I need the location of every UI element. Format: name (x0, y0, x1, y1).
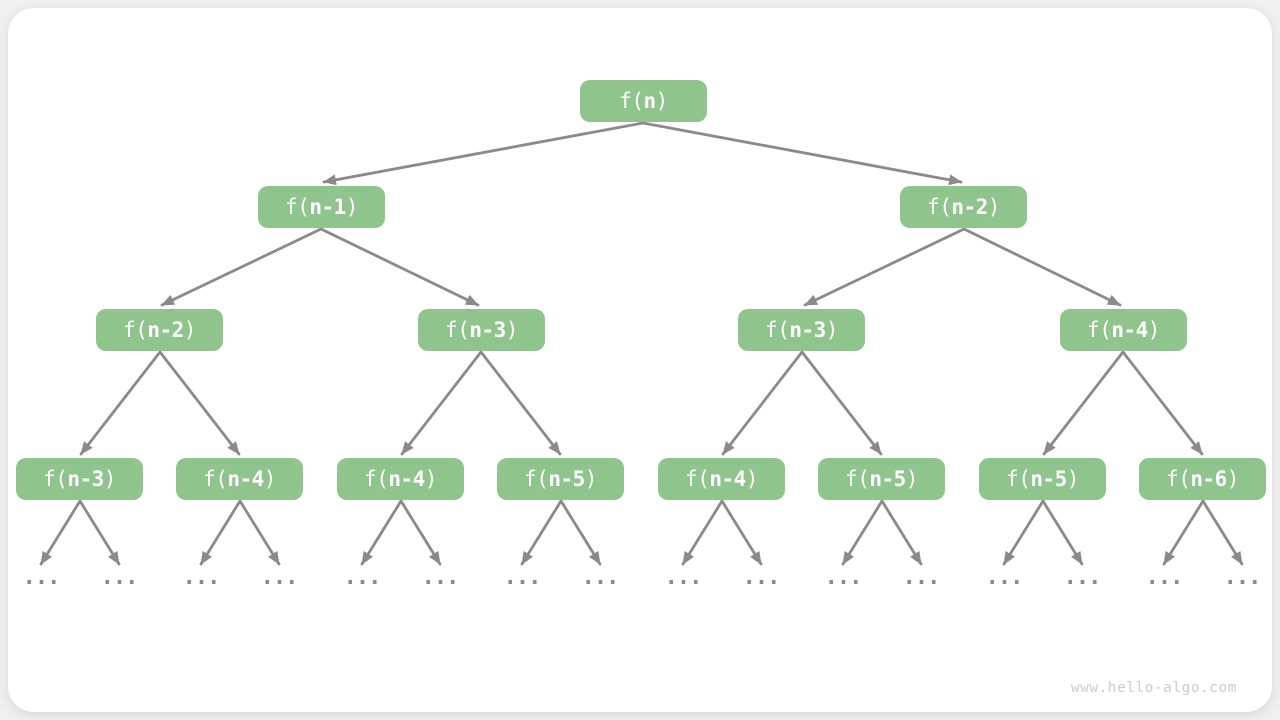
tree-node: f(n-4) (337, 458, 464, 500)
node-label-arg: n-4 (388, 467, 425, 491)
node-label-open: f( (43, 467, 68, 491)
leaf-ellipsis: ... (100, 565, 139, 590)
tree-node: f(n-2) (96, 309, 223, 351)
node-label-close: ) (345, 195, 359, 219)
tree-node: f(n-5) (497, 458, 624, 500)
leaf-ellipsis: ... (1063, 565, 1102, 590)
leaf-ellipsis: ... (22, 565, 61, 590)
leaf-ellipsis: ... (182, 565, 221, 590)
leaf-ellipsis: ... (742, 565, 781, 590)
tree-node: f(n-3) (738, 309, 865, 351)
node-label-open: f( (685, 467, 710, 491)
node-label-open: f( (364, 467, 389, 491)
tree-node: f(n-6) (1139, 458, 1266, 500)
tree-node: f(n-5) (818, 458, 945, 500)
node-label-arg: n-5 (869, 467, 906, 491)
node-label-arg: n-1 (309, 195, 346, 219)
tree-node: f(n-4) (176, 458, 303, 500)
node-label-close: ) (825, 318, 839, 342)
tree-node: f(n-4) (658, 458, 785, 500)
node-label-arg: n-5 (1030, 467, 1067, 491)
node-label-open: f( (445, 318, 470, 342)
node-label-arg: n-2 (951, 195, 988, 219)
node-label-arg: n-2 (147, 318, 184, 342)
node-label-open: f( (1006, 467, 1031, 491)
leaf-ellipsis: ... (1223, 565, 1262, 590)
tree-node: f(n-2) (900, 186, 1027, 228)
node-label-close: ) (1066, 467, 1080, 491)
watermark: www.hello-algo.com (1070, 680, 1237, 696)
node-label-arg: n-3 (469, 318, 506, 342)
node-label-close: ) (1147, 318, 1161, 342)
node-label-open: f( (927, 195, 952, 219)
leaf-ellipsis: ... (985, 565, 1024, 590)
node-label-arg: n-4 (227, 467, 264, 491)
node-label-arg: n-4 (1111, 318, 1148, 342)
node-label-close: ) (905, 467, 919, 491)
node-label-open: f( (524, 467, 549, 491)
leaf-ellipsis: ... (824, 565, 863, 590)
node-label-open: f( (123, 318, 148, 342)
node-label-close: ) (424, 467, 438, 491)
tree-node-root: f(n) (580, 80, 707, 122)
node-label-open: f( (285, 195, 310, 219)
node-label-close: ) (103, 467, 117, 491)
leaf-ellipsis: ... (1145, 565, 1184, 590)
node-label-arg: n-6 (1190, 467, 1227, 491)
node-label-close: ) (1226, 467, 1240, 491)
node-label-open: f( (1166, 467, 1191, 491)
node-label-arg: n-4 (709, 467, 746, 491)
leaf-ellipsis: ... (421, 565, 460, 590)
leaf-ellipsis: ... (343, 565, 382, 590)
tree-node: f(n-3) (418, 309, 545, 351)
node-label-arg: n-5 (548, 467, 585, 491)
tree-node: f(n-4) (1060, 309, 1187, 351)
leaf-ellipsis: ... (260, 565, 299, 590)
node-label-close: ) (745, 467, 759, 491)
node-label-arg: n-3 (789, 318, 826, 342)
node-label-close: ) (584, 467, 598, 491)
node-label-close: ) (987, 195, 1001, 219)
node-label-arg: n (643, 89, 656, 113)
node-label-open: f( (203, 467, 228, 491)
node-label-close: ) (505, 318, 519, 342)
leaf-ellipsis: ... (503, 565, 542, 590)
node-label-open: f( (619, 89, 644, 113)
tree-node: f(n-1) (258, 186, 385, 228)
tree-node: f(n-3) (16, 458, 143, 500)
node-label-open: f( (765, 318, 790, 342)
node-label-close: ) (655, 89, 669, 113)
node-label-close: ) (263, 467, 277, 491)
tree-node: f(n-5) (979, 458, 1106, 500)
node-label-arg: n-3 (67, 467, 104, 491)
node-label-open: f( (845, 467, 870, 491)
leaf-ellipsis: ... (902, 565, 941, 590)
leaf-ellipsis: ... (581, 565, 620, 590)
node-label-close: ) (183, 318, 197, 342)
node-label-open: f( (1087, 318, 1112, 342)
leaf-ellipsis: ... (664, 565, 703, 590)
